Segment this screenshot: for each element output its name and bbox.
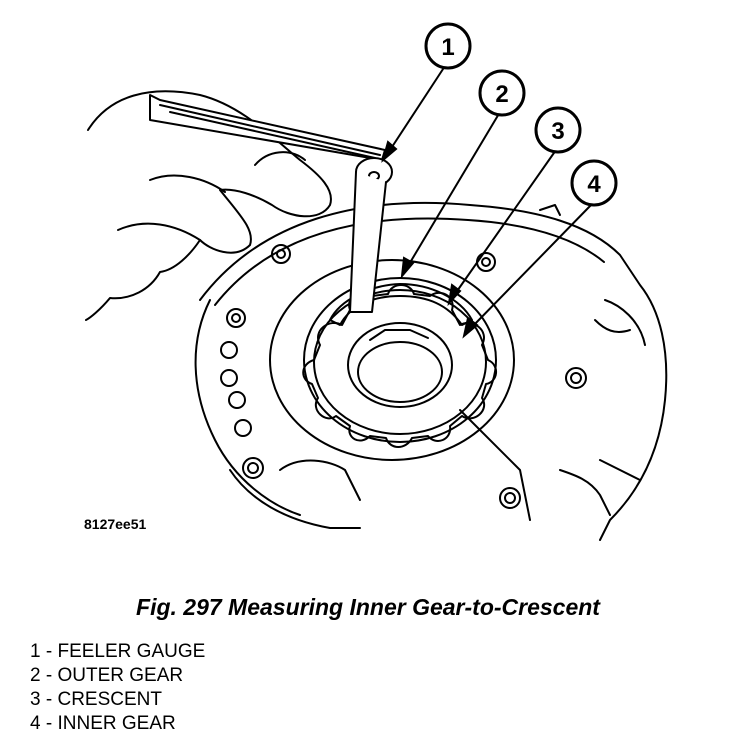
legend-item: 3 - CRESCENT (30, 688, 205, 712)
figure-code: 8127ee51 (84, 516, 147, 532)
hand-outline (85, 90, 332, 321)
figure-caption: Fig. 297 Measuring Inner Gear-to-Crescen… (136, 594, 600, 620)
legend-num: 2 (30, 665, 41, 686)
legend-sep: - (40, 641, 58, 662)
legend-num: 1 (30, 641, 41, 662)
legend-label: INNER GEAR (57, 713, 176, 734)
legend-item: 1 - FEELER GAUGE (30, 640, 205, 664)
legend-label: FEELER GAUGE (57, 641, 206, 662)
callout-4 (570, 159, 618, 207)
inner-gear (302, 284, 497, 448)
pump-diagram: 1 2 3 4 (85, 22, 668, 541)
legend-label: CRESCENT (57, 689, 162, 710)
pump-housing (194, 201, 668, 541)
callout-3-label: 3 (551, 118, 564, 145)
legend: 1 - FEELER GAUGE 2 - OUTER GEAR 3 - CRES… (30, 640, 205, 736)
feeler-gauge (149, 94, 386, 161)
outer-gear (303, 277, 497, 443)
legend-sep: - (40, 713, 58, 734)
callout-1-label: 1 (441, 34, 454, 61)
legend-num: 3 (30, 689, 41, 710)
callout-1 (424, 22, 472, 70)
legend-num: 4 (30, 713, 41, 734)
legend-item: 4 - INNER GEAR (30, 712, 205, 736)
legend-label: OUTER GEAR (57, 665, 184, 686)
bolt-holes (220, 244, 587, 509)
callout-4-label: 4 (587, 171, 601, 198)
legend-item: 2 - OUTER GEAR (30, 664, 205, 688)
callout-2 (478, 69, 526, 117)
pump-body-ring (269, 259, 515, 461)
legend-sep: - (40, 665, 58, 686)
legend-sep: - (40, 689, 58, 710)
callout-2-label: 2 (495, 81, 508, 108)
callout-3 (534, 106, 582, 154)
